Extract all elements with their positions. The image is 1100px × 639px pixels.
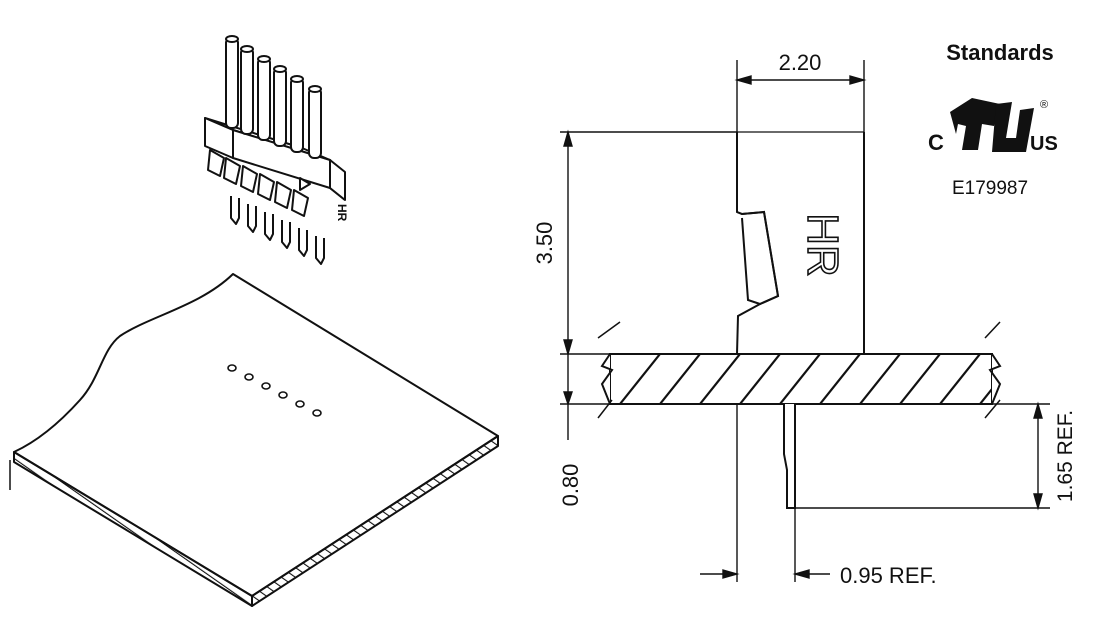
registered-mark: ® [1040,99,1048,111]
standards-title: Standards [946,40,1054,65]
dim-pin-length-label: 1.65 REF. [1054,410,1077,502]
side-section-view [560,60,1050,582]
file-number: E179987 [951,178,1029,199]
connector-marking: HR [335,204,349,222]
pin1-marker-icon [299,177,311,191]
dim-height-label: 3.50 [532,222,557,265]
dim-board-label: 0.80 [558,464,583,507]
dim-pin-offset-label: 0.95 REF. [840,563,937,588]
cert-c-letter: C [928,130,944,155]
cert-us-letters: US [1030,133,1058,155]
connector-tails [207,149,325,265]
pcb-isometric-view [9,273,499,607]
pcb-holes [227,364,322,417]
connector-pins-top [225,35,322,159]
ul-recognized-logo-icon: C US ® [928,98,1058,155]
dim-width-label: 2.20 [779,50,822,75]
connector-isometric-view: HR [204,35,349,265]
section-marking: HR [798,213,847,277]
